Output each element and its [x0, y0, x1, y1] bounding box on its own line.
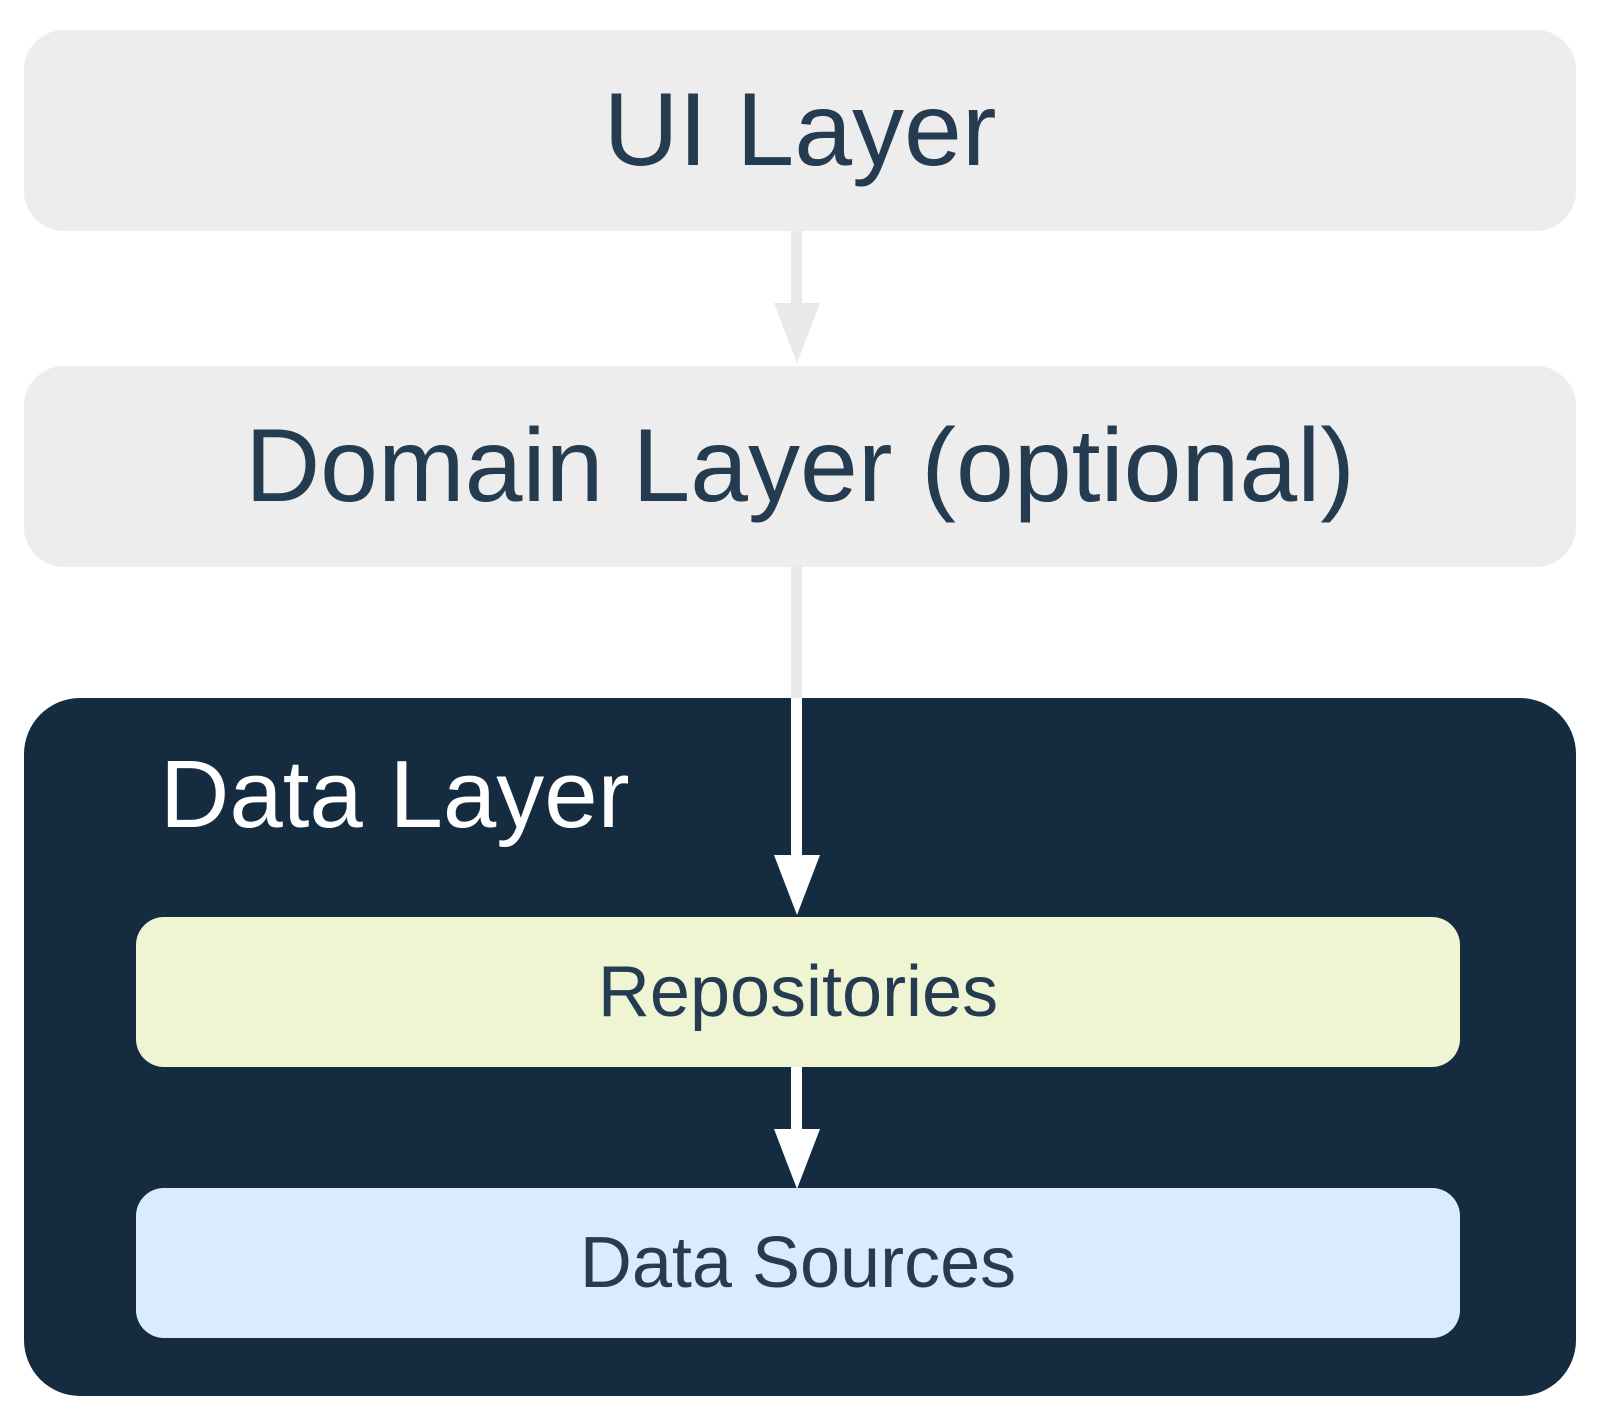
domain-to-data-arrow-line-white: [791, 698, 802, 856]
repositories-to-datasources-arrow-line: [791, 1067, 802, 1131]
ui-to-domain-arrow-line: [791, 231, 802, 304]
ui-layer-box: UI Layer: [24, 30, 1576, 231]
domain-to-data-arrow-head-icon: [774, 855, 820, 915]
domain-layer-label: Domain Layer (optional): [245, 408, 1355, 524]
repositories-box: Repositories: [136, 917, 1460, 1067]
ui-to-domain-arrow-head-icon: [774, 303, 820, 363]
data-layer-label: Data Layer: [160, 741, 630, 848]
data-sources-box: Data Sources: [136, 1188, 1460, 1338]
repositories-label: Repositories: [597, 952, 999, 1032]
repositories-to-datasources-arrow-head-icon: [774, 1129, 820, 1189]
ui-layer-label: UI Layer: [603, 72, 997, 188]
data-sources-label: Data Sources: [579, 1223, 1017, 1303]
domain-layer-box: Domain Layer (optional): [24, 366, 1576, 567]
domain-to-data-arrow-line-gray: [791, 566, 802, 698]
